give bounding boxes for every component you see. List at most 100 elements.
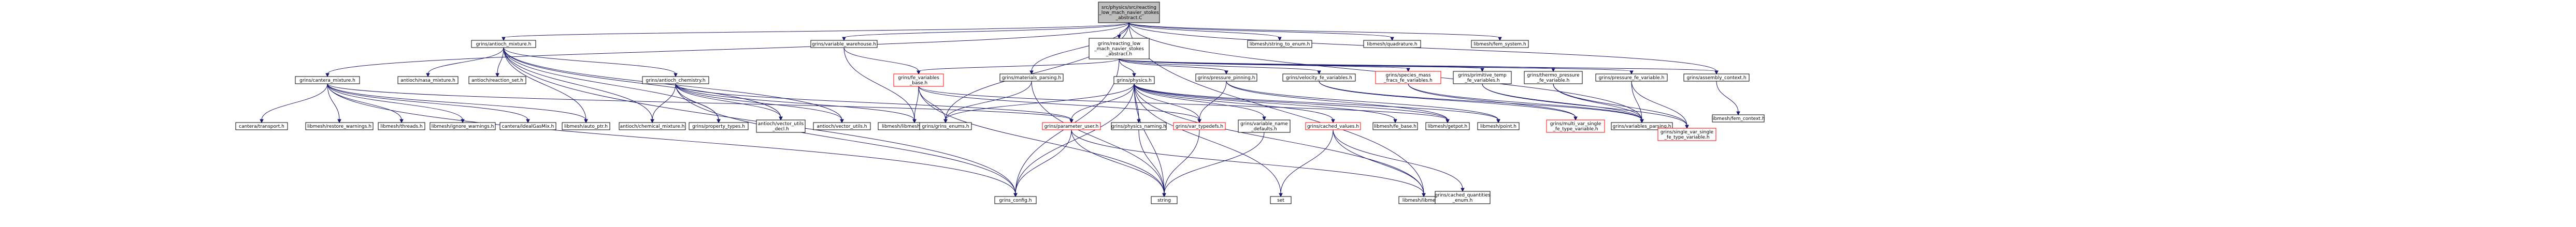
node-box bbox=[1089, 38, 1150, 59]
node-label: grins/multi_var_single bbox=[1550, 122, 1601, 127]
node-var-typedefs[interactable]: grins/var_typedefs.h bbox=[1173, 122, 1226, 130]
node-chemical-mixture[interactable]: antioch/chemical_mixture.h bbox=[619, 122, 686, 130]
node-label: grins_config.h bbox=[999, 198, 1032, 203]
node-set[interactable]: set bbox=[1270, 196, 1292, 204]
edge-variable-name-defaults-to-string bbox=[1164, 132, 1265, 194]
node-ignore-warnings[interactable]: libmesh/ignore_warnings.h bbox=[430, 122, 496, 130]
edge-arrowhead bbox=[917, 70, 921, 75]
node-materials-parsing[interactable]: grins/materials_parsing.h bbox=[999, 73, 1064, 82]
node-single-var-single[interactable]: grins/single_var_single_fe_type_variable… bbox=[1657, 128, 1716, 141]
node-cached-quantities-enum[interactable]: grins/cached_quantities_enum.h bbox=[1435, 191, 1491, 204]
edge-antioch-mixture-to-vector-utils bbox=[503, 47, 842, 120]
node-thermo-pressure[interactable]: grins/thermo_pressure_fe_variable.h bbox=[1524, 71, 1583, 84]
edge-arrowhead bbox=[1498, 37, 1502, 41]
edge-arrowhead bbox=[1393, 119, 1397, 124]
node-var-wave[interactable]: grins/variable_warehouse.h bbox=[810, 40, 878, 48]
edge-arrowhead bbox=[842, 37, 846, 41]
node-box bbox=[1524, 71, 1583, 84]
node-label: libmesh/auto_ptr.h bbox=[564, 124, 608, 129]
node-rlmns-abstract[interactable]: grins/reacting_low_mach_navier_stokes_ab… bbox=[1089, 38, 1150, 59]
edge-fe-variables-base-to-var-typedefs bbox=[918, 86, 1200, 120]
node-fem-system[interactable]: libmesh/fem_system.h bbox=[1471, 40, 1529, 48]
edge-var-typedefs-to-string bbox=[1164, 129, 1200, 194]
node-label: grins/variable_warehouse.h bbox=[812, 42, 876, 47]
node-fem-context[interactable]: libmesh/fem_context.h bbox=[1712, 114, 1765, 123]
node-assembly-context[interactable]: grins/assembly_context.h bbox=[1683, 73, 1750, 82]
node-vector-utils[interactable]: antioch/vector_utils.h bbox=[813, 122, 871, 130]
edge-cantera-mixture-to-auto-ptr bbox=[327, 83, 586, 120]
edge-arrowhead bbox=[1279, 193, 1283, 198]
node-box bbox=[1471, 40, 1529, 48]
node-box bbox=[1657, 128, 1716, 141]
node-point[interactable]: libmesh/point.h bbox=[1477, 122, 1520, 130]
edge-species-mass-frac-to-mult-var-single bbox=[1408, 83, 1576, 118]
node-variable-name-defaults[interactable]: grins/variable_name_defaults.h bbox=[1238, 119, 1291, 133]
node-physics[interactable]: grins/physics.h bbox=[1113, 76, 1155, 84]
node-cached-values[interactable]: grins/cached_values.h bbox=[1305, 122, 1361, 130]
edge-cached-values-to-libmesh-h bbox=[1333, 129, 1424, 194]
node-root[interactable]: src/physics/src/reacting_low_mach_navier… bbox=[1098, 2, 1160, 23]
node-velocity-fe[interactable]: grins/velocity_fe_variables.h bbox=[1282, 73, 1356, 82]
node-property-types[interactable]: grins/property_types.h bbox=[689, 122, 749, 130]
node-box bbox=[305, 122, 374, 130]
node-variables-parsing[interactable]: grins/variables_parsing.h bbox=[1611, 122, 1673, 130]
node-label: libmesh/fem_context.h bbox=[1712, 116, 1765, 122]
node-box bbox=[1098, 2, 1160, 23]
edge-physics-to-getpot bbox=[1134, 83, 1448, 120]
edge-pressure-pinning-to-getpot bbox=[1226, 81, 1448, 120]
node-cantera-transport[interactable]: cantera/transport.h bbox=[235, 122, 288, 130]
edge-arrowhead bbox=[325, 73, 330, 78]
node-label: src/physics/src/reacting bbox=[1101, 5, 1156, 10]
edge-arrowhead bbox=[1317, 70, 1321, 75]
node-ideal-gas-mix[interactable]: cantera/IdealGasMix.h bbox=[499, 122, 556, 130]
node-vector-utils-decl[interactable]: antioch/vector_utils_decl.h bbox=[756, 119, 806, 133]
node-auto-ptr[interactable]: libmesh/auto_ptr.h bbox=[562, 122, 610, 130]
node-mult-var-single[interactable]: grins/multi_var_single_fe_type_variable.… bbox=[1546, 119, 1605, 133]
node-fe-base[interactable]: libmesh/fe_base.h bbox=[1372, 122, 1418, 130]
node-label: libmesh/point.h bbox=[1480, 124, 1516, 129]
node-species-mass-frac[interactable]: grins/species_mass_fracs_fe_variables.h bbox=[1375, 71, 1441, 84]
node-box bbox=[1453, 71, 1512, 84]
node-nasa-mixture[interactable]: antioch/nasa_mixture.h bbox=[397, 76, 459, 84]
node-parameter-user[interactable]: grins/parameter_user.h bbox=[1042, 122, 1101, 130]
edge-physics-to-parameter-user bbox=[1071, 83, 1135, 120]
node-label: _decl.h bbox=[772, 127, 789, 132]
node-grins-config[interactable]: grins_config.h bbox=[994, 196, 1037, 204]
node-grins-enums[interactable]: grins/grins_enums.h bbox=[919, 122, 972, 130]
edge-arrowhead bbox=[1422, 193, 1426, 198]
node-box bbox=[1247, 40, 1312, 48]
node-primitive-temp[interactable]: grins/primitive_temp_fe_variables.h bbox=[1453, 71, 1512, 84]
edge-cantera-mixture-to-ideal-gas-mix bbox=[327, 83, 528, 120]
node-physics-naming[interactable]: grins/physics_naming.h bbox=[1111, 122, 1167, 130]
node-label: antioch/nasa_mixture.h bbox=[400, 78, 455, 83]
node-box bbox=[1546, 119, 1605, 133]
node-box bbox=[1477, 122, 1520, 130]
node-antioch-mixture[interactable]: grins/antioch_mixture.h bbox=[471, 40, 536, 48]
node-label: grins/physics_naming.h bbox=[1111, 124, 1166, 129]
node-quadrature[interactable]: libmesh/quadrature.h bbox=[1363, 40, 1421, 48]
edge-arrowhead bbox=[1224, 70, 1228, 75]
node-antioch-chemistry[interactable]: grins/antioch_chemistry.h bbox=[642, 76, 709, 84]
node-label: grins/materials_parsing.h bbox=[1002, 75, 1061, 81]
node-cantera-mixture[interactable]: grins/cantera_mixture.h bbox=[295, 76, 360, 84]
edge-assembly-context-to-fem-context bbox=[1716, 81, 1739, 113]
node-threads[interactable]: libmesh/threads.h bbox=[378, 122, 425, 130]
edge-cantera-mixture-to-grins-config bbox=[327, 83, 1016, 194]
node-label: libmesh/threads.h bbox=[380, 124, 422, 129]
edge-cantera-mixture-to-ignore-warnings bbox=[327, 83, 463, 120]
node-box bbox=[810, 40, 878, 48]
node-string[interactable]: string bbox=[1151, 196, 1178, 204]
edge-var-wave-to-fe-variables-base bbox=[843, 47, 919, 72]
node-string-to-enum[interactable]: libmesh/string_to_enum.h bbox=[1247, 40, 1312, 48]
node-restore-warnings[interactable]: libmesh/restore_warnings.h bbox=[305, 122, 374, 130]
node-reaction-set[interactable]: antioch/reaction_set.h bbox=[468, 76, 526, 84]
node-label: grins/var_typedefs.h bbox=[1176, 124, 1223, 129]
edge-arrowhead bbox=[840, 119, 844, 124]
node-box bbox=[1363, 40, 1421, 48]
edge-arrowhead bbox=[1480, 68, 1484, 72]
node-box bbox=[642, 76, 709, 84]
node-fe-variables-base[interactable]: grins/fe_variables_base.h bbox=[893, 73, 944, 87]
node-getpot[interactable]: libmesh/getpot.h bbox=[1425, 122, 1470, 130]
node-pressure-fe-variable[interactable]: grins/pressure_fe_variable.h bbox=[1595, 73, 1668, 82]
node-pressure-pinning[interactable]: grins/pressure_pinning.h bbox=[1195, 73, 1257, 82]
